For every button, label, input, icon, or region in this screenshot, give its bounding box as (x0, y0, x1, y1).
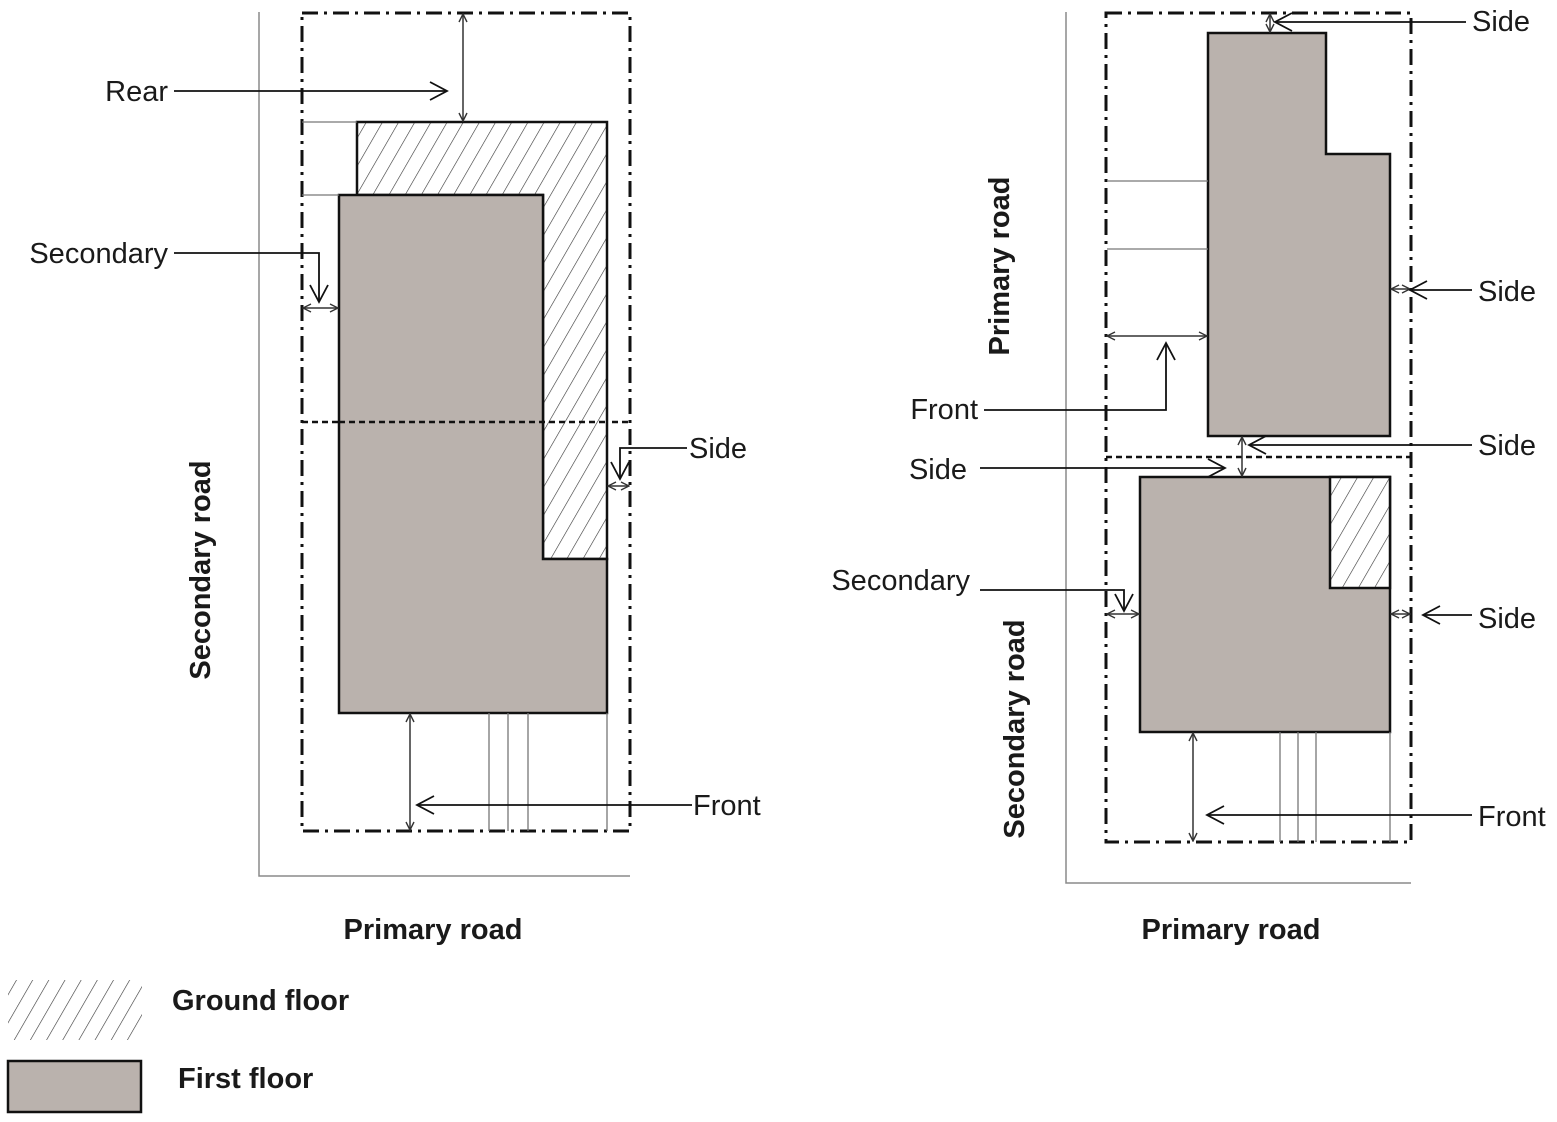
secondary-road-label: Secondary road (185, 460, 217, 679)
side-between-left-label: Side (909, 454, 967, 486)
rear-label: Rear (105, 76, 168, 108)
left-plan: Rear Secondary Side Front Secondary road… (29, 11, 761, 946)
side-right-lower-label: Side (1478, 603, 1536, 635)
primary-road-label: Primary road (344, 914, 523, 946)
road-edge-line (1065, 12, 1411, 884)
primary-road-side-label: Primary road (984, 177, 1016, 356)
side-right-upper-label: Side (1478, 276, 1536, 308)
first-floor-swatch (6, 1059, 143, 1114)
secondary-leader (174, 252, 329, 304)
secondary-road-label: Secondary road (999, 619, 1031, 838)
legend-item-first-floor: First floor (6, 1059, 313, 1114)
secondary-leader (980, 589, 1134, 613)
side-between-right-label: Side (1478, 430, 1536, 462)
ground-floor-swatch (8, 980, 142, 1040)
primary-road-label: Primary road (1142, 914, 1321, 946)
ground-floor-footprint-lower (1328, 475, 1392, 590)
front-upper-label: Front (910, 394, 978, 426)
legend-item-ground-floor: Ground floor (8, 980, 349, 1040)
legend-label: Ground floor (172, 985, 349, 1017)
front-label: Front (693, 790, 761, 822)
road-edge-line (258, 12, 630, 877)
side-top-label: Side (1472, 6, 1530, 38)
secondary-label: Secondary (29, 238, 168, 270)
side-label: Side (689, 433, 747, 465)
legend: Ground floor First floor (6, 980, 349, 1114)
first-floor-footprint-upper (1206, 31, 1392, 438)
secondary-label: Secondary (831, 565, 970, 597)
legend-label: First floor (178, 1063, 313, 1095)
front-lower-label: Front (1478, 801, 1546, 833)
side-leader (610, 447, 687, 481)
right-plan: Side Side Front Side Side Secondary Side… (831, 6, 1545, 946)
front-upper-leader (984, 341, 1176, 411)
first-floor-footprint (337, 193, 609, 715)
plot-boundary (1104, 11, 1413, 844)
